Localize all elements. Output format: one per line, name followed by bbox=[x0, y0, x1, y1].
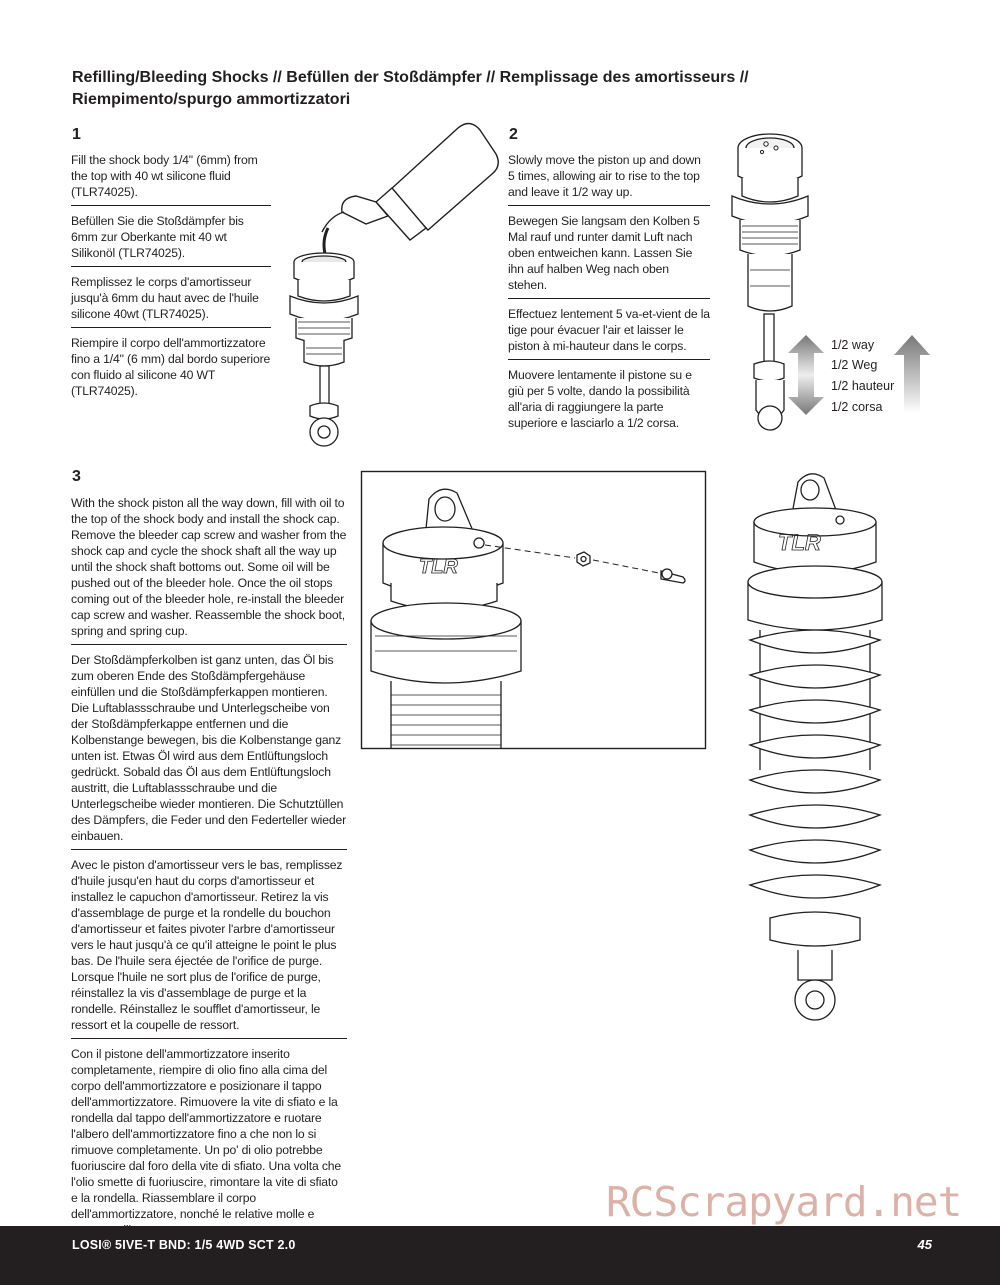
half-way-label-en: 1/2 way bbox=[831, 338, 875, 352]
oil-bottle-icon bbox=[289, 122, 499, 447]
up-arrow-icon bbox=[894, 335, 930, 413]
half-way-label-fr: 1/2 hauteur bbox=[831, 379, 895, 393]
footer-product-title: LOSI® 5IVE-T BND: 1/5 4WD SCT 2.0 bbox=[72, 1238, 296, 1252]
page-title-line2: Riempimento/spurgo ammortizzatori bbox=[72, 91, 351, 108]
step3-para-en: With the shock piston all the way down, … bbox=[71, 495, 347, 645]
step2-number: 2 bbox=[509, 126, 518, 143]
half-way-label-de: 1/2 Weg bbox=[831, 358, 878, 372]
step2-para-de: Bewegen Sie langsam den Kolben 5 Mal rau… bbox=[508, 210, 710, 299]
page-number: 45 bbox=[917, 1237, 932, 1252]
shock-body-icon bbox=[731, 133, 809, 431]
step1-text: Fill the shock body 1/4" (6mm) from the … bbox=[71, 152, 271, 408]
step1-para-en: Fill the shock body 1/4" (6mm) from the … bbox=[71, 152, 271, 206]
step1-number: 1 bbox=[72, 126, 81, 143]
footer-bar: LOSI® 5IVE-T BND: 1/5 4WD SCT 2.0 45 bbox=[0, 1226, 1000, 1285]
shock-cap-detail-icon: TLR bbox=[360, 470, 707, 750]
step1-para-de: Befüllen Sie die Stoßdämpfer bis 6mm zur… bbox=[71, 210, 271, 267]
half-way-label-it: 1/2 corsa bbox=[831, 400, 883, 414]
page-title: Refilling/Bleeding Shocks // Befüllen de… bbox=[72, 67, 932, 111]
shock-body-icon bbox=[289, 252, 359, 447]
step2-para-it: Muovere lentamente il pistone su e giù p… bbox=[508, 368, 692, 430]
step3-para-it: Con il pistone dell'ammortizzatore inser… bbox=[71, 1047, 342, 1237]
step3-para-de: Der Stoßdämpferkolben ist ganz unten, da… bbox=[71, 649, 347, 850]
step3-text: With the shock piston all the way down, … bbox=[71, 495, 347, 1247]
up-down-arrow-icon bbox=[788, 335, 824, 415]
assembled-shock-icon: TLR bbox=[747, 473, 883, 1021]
watermark: RCScrapyard.net bbox=[606, 1178, 962, 1226]
step1-para-it: Riempire il corpo dell'ammortizzatore fi… bbox=[71, 336, 271, 398]
step2-text: Slowly move the piston up and down 5 tim… bbox=[508, 152, 710, 440]
cap-logo-text: TLR bbox=[419, 556, 458, 578]
page-title-line1: Refilling/Bleeding Shocks // Befüllen de… bbox=[72, 69, 749, 86]
step3-number: 3 bbox=[72, 468, 81, 485]
cap-logo-text: TLR bbox=[778, 530, 821, 555]
step2-para-fr: Effectuez lentement 5 va-et-vient de la … bbox=[508, 303, 710, 360]
step1-para-fr: Remplissez le corps d'amortisseur jusqu'… bbox=[71, 271, 271, 328]
step3-para-fr: Avec le piston d'amortisseur vers le bas… bbox=[71, 854, 347, 1039]
step2-para-en: Slowly move the piston up and down 5 tim… bbox=[508, 152, 710, 206]
